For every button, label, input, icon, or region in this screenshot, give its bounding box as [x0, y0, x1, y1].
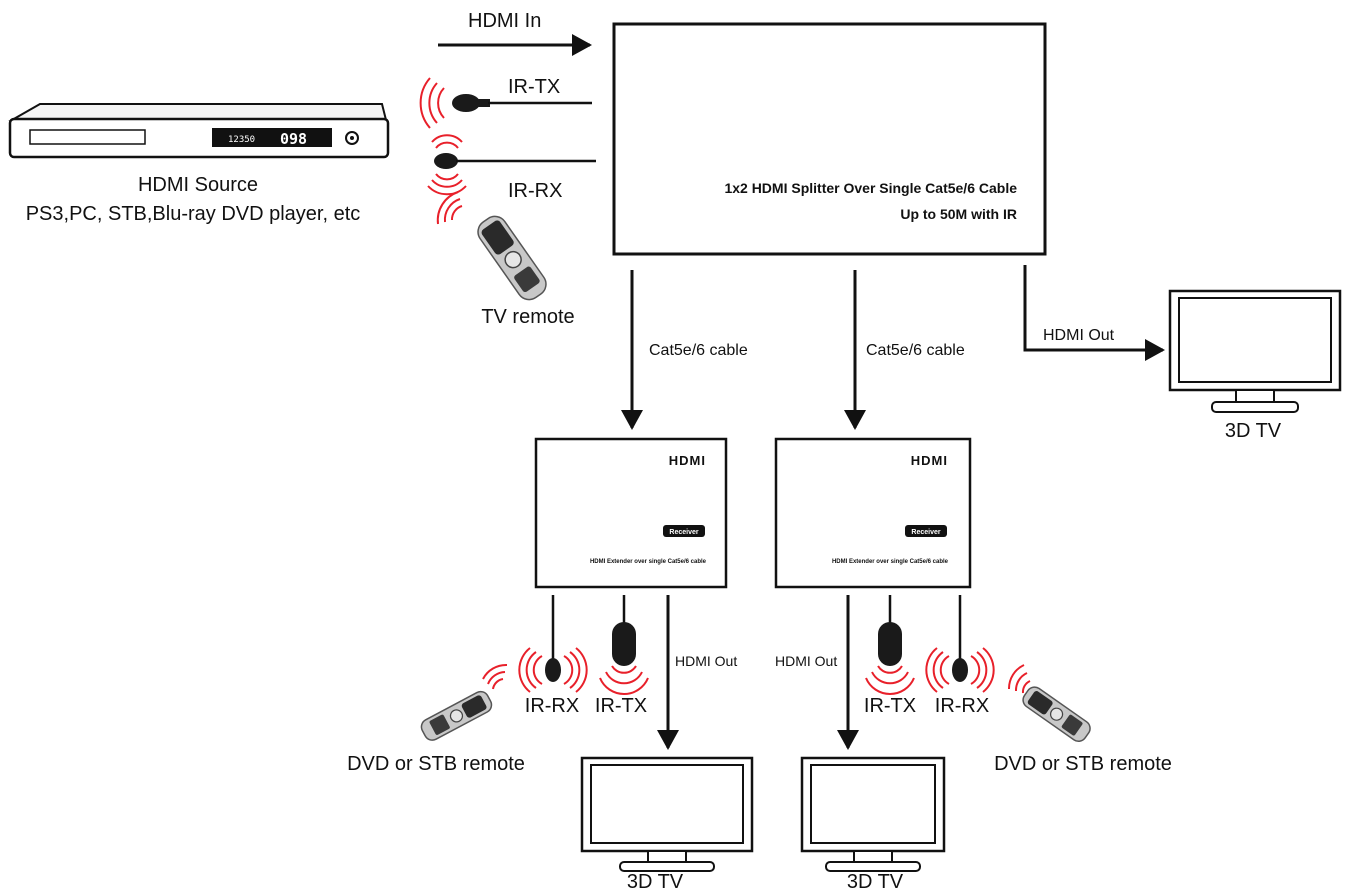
local-tv-label: 3D TV [1225, 420, 1282, 442]
source-sublabel: PS3,PC, STB,Blu-ray DVD player, etc [26, 203, 361, 225]
rx-left-tv-label: 3D TV [627, 871, 684, 893]
rx-left-ir-tx-label: IR-TX [595, 695, 647, 717]
splitter-subtitle: Up to 50M with IR [900, 206, 1017, 222]
receiver-left: HDMI Receiver HDMI Extender over single … [534, 437, 728, 589]
tv-remote-icon [436, 191, 547, 301]
rx-right-ir-rx-sensor [925, 647, 995, 693]
receiver-left-brand: HDMI [669, 453, 706, 468]
local-hdmi-out-label: HDMI Out [1043, 327, 1115, 344]
rx-left-ir-rx-label: IR-RX [525, 695, 579, 717]
cable-label-left: Cat5e/6 cable [649, 342, 748, 359]
rx-left-ir-tx-emitter [599, 622, 649, 695]
source-label: HDMI Source [138, 174, 258, 196]
tv-remote-label: TV remote [481, 306, 574, 328]
receiver-left-badge-text: Receiver [669, 529, 698, 536]
rx-right-ir-tx-emitter [865, 622, 915, 695]
splitter-unit [612, 22, 1047, 256]
tx-ir-emitter [419, 77, 490, 129]
receiver-right-brand: HDMI [911, 453, 948, 468]
tx-ir-receiver [427, 134, 467, 196]
receiver-right: HDMI Receiver HDMI Extender over single … [774, 437, 972, 589]
hdmi-in-label: HDMI In [468, 10, 541, 32]
receiver-right-desc: HDMI Extender over single Cat5e/6 cable [832, 559, 949, 565]
rx-left-hdmi-out-label: HDMI Out [675, 653, 737, 669]
rx-right-ir-tx-label: IR-TX [864, 695, 916, 717]
display-big-digits: 098 [280, 130, 307, 148]
rx-right-ir-rx-label: IR-RX [935, 695, 989, 717]
display-small-digits: 12350 [228, 135, 255, 145]
dvd-remote-right-icon [1007, 664, 1091, 743]
local-hdmi-out-arrow [1023, 265, 1165, 361]
tx-ir-tx-label: IR-TX [508, 76, 560, 98]
rx-right-hdmi-out-label: HDMI Out [775, 653, 837, 669]
dvd-remote-right-label: DVD or STB remote [994, 753, 1172, 775]
rx-right-3d-tv-icon [800, 756, 946, 872]
receiver-left-badge [663, 525, 705, 537]
splitter-title: 1x2 HDMI Splitter Over Single Cat5e/6 Ca… [724, 180, 1017, 196]
hdmi-source-device: 12350 098 [8, 103, 390, 159]
receiver-right-badge-text: Receiver [911, 529, 940, 536]
cable-label-right: Cat5e/6 cable [866, 342, 965, 359]
dvd-remote-left-label: DVD or STB remote [347, 753, 525, 775]
dvd-remote-left-icon [420, 663, 508, 741]
rx-right-tv-label: 3D TV [847, 871, 904, 893]
local-3d-tv-icon [1168, 289, 1342, 413]
rx-left-3d-tv-icon [580, 756, 754, 872]
disc-tray [29, 129, 146, 145]
receiver-left-desc: HDMI Extender over single Cat5e/6 cable [590, 559, 707, 565]
tx-ir-rx-label: IR-RX [508, 180, 562, 202]
rx-left-ir-rx-sensor [518, 647, 588, 693]
front-display [212, 128, 332, 147]
receiver-right-badge [905, 525, 947, 537]
